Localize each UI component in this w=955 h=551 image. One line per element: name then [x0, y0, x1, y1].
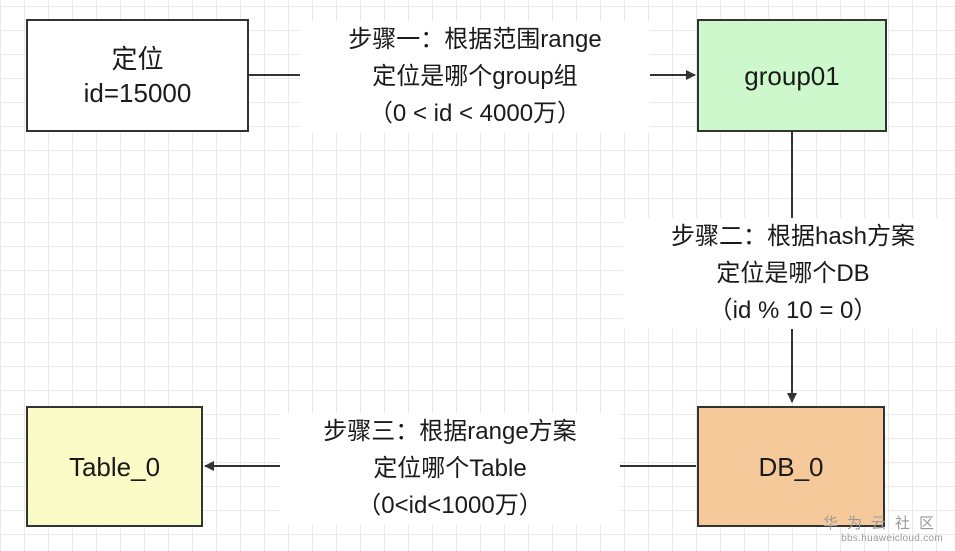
table-box: Table_0 [26, 406, 203, 527]
step1-line3: （0 < id < 4000万） [368, 100, 582, 127]
step2-label: 步骤二：根据hash方案 定位是哪个DB （id % 10 = 0） [623, 218, 955, 329]
watermark: 华为云社区 bbs.huaweicloud.com [823, 515, 943, 545]
step3-line3: （0<id<1000万） [357, 492, 543, 519]
step3-line2: 定位哪个Table [373, 455, 527, 482]
locate-box-id: id=15000 [83, 77, 192, 108]
step3-line1: 步骤三：根据range方案 [323, 418, 577, 445]
step1-label: 步骤一：根据范围range 定位是哪个group组 （0 < id < 4000… [300, 21, 650, 132]
step1-line1: 步骤一：根据范围range [348, 26, 602, 53]
table-box-label: Table_0 [68, 451, 161, 482]
step2-line1: 步骤二：根据hash方案 [670, 223, 916, 250]
step3-label: 步骤三：根据range方案 定位哪个Table （0<id<1000万） [280, 413, 620, 524]
group-box-label: group01 [744, 60, 840, 91]
watermark-url: bbs.huaweicloud.com [841, 533, 943, 544]
locate-box: 定位 id=15000 [26, 19, 249, 132]
step2-line2: 定位是哪个DB [716, 260, 870, 287]
watermark-brand: 华为云社区 [822, 515, 943, 532]
db-box: DB_0 [697, 406, 885, 527]
locate-box-title: 定位 [111, 43, 164, 74]
group-box: group01 [697, 19, 887, 132]
step2-line3: （id % 10 = 0） [708, 297, 878, 324]
db-box-label: DB_0 [758, 451, 824, 482]
step1-line2: 定位是哪个group组 [372, 63, 578, 90]
